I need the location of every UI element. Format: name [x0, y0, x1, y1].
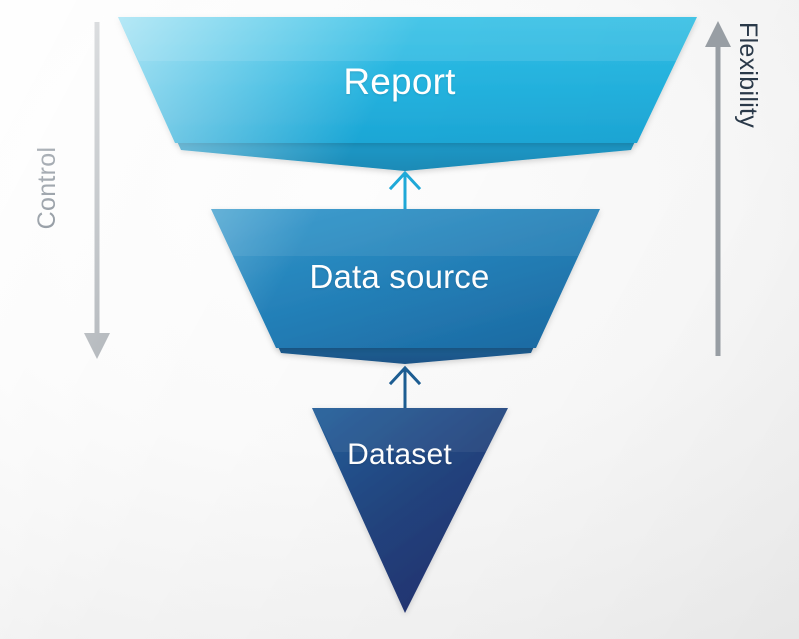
axis-arrow-flexibility	[705, 21, 731, 356]
arrow-datasource-to-report	[388, 170, 422, 212]
arrow-dataset-to-datasource	[388, 365, 422, 411]
stage-shape-report	[118, 17, 697, 171]
stage-shape-data-source	[211, 209, 600, 364]
stage-shape-dataset	[312, 408, 508, 613]
report-highlight	[118, 17, 697, 61]
dataset-highlight	[312, 408, 508, 452]
data-source-highlight	[211, 209, 600, 256]
axis-arrow-control	[84, 22, 110, 359]
control-axis-arrowhead-down	[84, 333, 110, 359]
flexibility-axis-arrowhead-up	[705, 21, 731, 47]
